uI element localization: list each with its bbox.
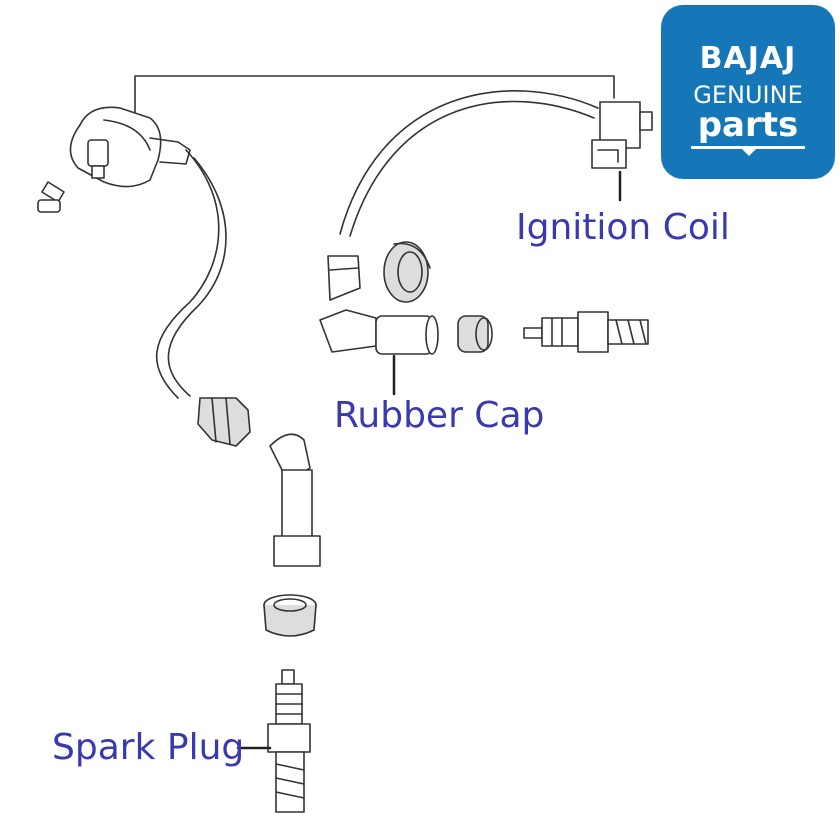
logo-parts: parts: [697, 105, 799, 145]
left-plug-cap: [269, 433, 321, 567]
right-ht-lead: [339, 90, 599, 237]
logo-brand: BAJAJ: [699, 41, 797, 76]
rubber-cap-label: Rubber Cap: [334, 395, 545, 436]
left-rubber-boot: [197, 397, 251, 447]
right-rubber-seal: [457, 315, 493, 353]
bajaj-genuine-parts-logo: BAJAJ GENUINE parts: [661, 5, 835, 179]
logo-underline: [691, 146, 805, 149]
group-bracket-line: [134, 75, 615, 113]
logo-genuine: GENUINE: [693, 81, 803, 109]
mounting-bolt: [37, 181, 65, 213]
right-ignition-coil: [591, 101, 653, 169]
left-spark-plug: [267, 669, 311, 813]
left-ignition-coil: [69, 106, 191, 188]
ignition-coil-label: Ignition Coil: [516, 207, 730, 248]
logo-arrow-icon: [742, 149, 756, 156]
left-rubber-seal: [263, 594, 317, 637]
right-connector: [327, 255, 361, 301]
spark-plug-label: Spark Plug: [52, 727, 245, 768]
right-spark-plug: [523, 311, 649, 353]
right-plug-cap: [319, 309, 439, 355]
left-ht-lead: [155, 149, 227, 399]
right-rubber-boot: [383, 241, 431, 303]
